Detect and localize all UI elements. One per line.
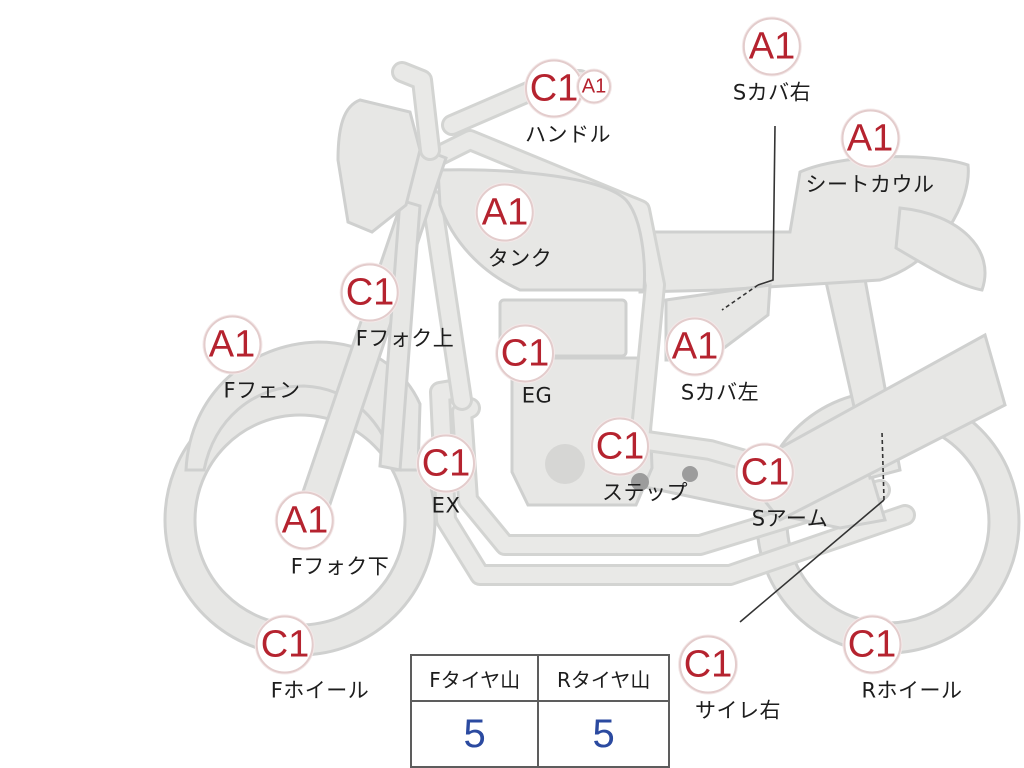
grade-badge: C1 <box>735 443 794 502</box>
tail-shape <box>894 206 987 292</box>
grade-badge: A1 <box>666 317 724 376</box>
front-tread-value: 5 <box>409 700 540 768</box>
part-label: EX <box>431 493 461 518</box>
part-label: ハンドル <box>525 122 611 147</box>
part-tag-s-cover-right[interactable]: A1 Sカバ右 <box>732 17 812 107</box>
grade-badge: A1 <box>276 491 334 550</box>
part-tag-f-fork-lower[interactable]: A1 Fフォク下 <box>271 491 390 581</box>
grade-badge: C1 <box>496 324 554 383</box>
part-label: ステップ <box>602 480 688 505</box>
grade-badge: C1 <box>525 59 583 118</box>
tire-tread-header-row: Fタイヤ山 Rタイヤ山 <box>409 654 670 702</box>
rear-tread-value: 5 <box>537 700 670 768</box>
part-tag-engine[interactable]: C1 EG <box>496 324 554 408</box>
part-label: Fフェン <box>223 378 301 403</box>
part-tag-s-arm[interactable]: C1 Sアーム <box>735 443 829 533</box>
grade-badge: C1 <box>679 635 737 694</box>
part-label: シートカウル <box>805 172 935 197</box>
part-tag-step[interactable]: C1 ステップ <box>591 417 688 507</box>
part-tag-tank[interactable]: A1 タンク <box>458 183 553 273</box>
part-tag-r-wheel[interactable]: C1 Rホイール <box>843 615 963 705</box>
part-label: EG <box>521 383 553 408</box>
part-label: Fフォク上 <box>355 326 455 351</box>
part-label: Rホイール <box>861 678 963 703</box>
part-tag-f-wheel[interactable]: C1 Fホイール <box>256 615 370 705</box>
front-tread-header: Fタイヤ山 <box>409 654 540 702</box>
silencer-right-guide-line <box>739 499 885 623</box>
silencer-shape <box>737 332 1007 522</box>
part-tag-f-fork-upper[interactable]: C1 Fフォク上 <box>336 263 455 353</box>
part-label: Fフォク下 <box>290 554 390 579</box>
grade-badge-secondary: A1 <box>577 69 611 104</box>
grade-badge: C1 <box>256 615 314 674</box>
grade-badge: A1 <box>841 109 899 168</box>
headlight-shape <box>336 98 422 234</box>
part-label: Sアーム <box>751 506 829 531</box>
grade-badge: C1 <box>417 434 475 493</box>
part-tag-seat-cowl[interactable]: A1 シートカウル <box>805 109 935 199</box>
tire-tread-value-row: 5 5 <box>409 700 670 768</box>
part-label: サイレ右 <box>695 698 781 723</box>
seat-cowl-shape <box>638 155 970 294</box>
grade-badge: C1 <box>591 417 649 476</box>
s-cover-right-guide-line <box>757 125 776 286</box>
part-tag-s-cover-left[interactable]: A1 Sカバ左 <box>666 317 760 407</box>
grade-badge: C1 <box>843 615 901 674</box>
part-tag-exhaust[interactable]: C1 EX <box>417 434 475 518</box>
grade-badge: A1 <box>476 183 534 242</box>
part-label: Sカバ右 <box>732 80 812 105</box>
rear-tread-header: Rタイヤ山 <box>537 654 670 702</box>
part-tag-silencer-right[interactable]: C1 サイレ右 <box>679 635 781 725</box>
grade-badge: C1 <box>341 263 399 322</box>
part-label: Fホイール <box>270 678 370 703</box>
part-label: タンク <box>487 246 553 271</box>
grade-badge: A1 <box>203 315 261 374</box>
part-tag-f-fender[interactable]: A1 Fフェン <box>203 315 301 405</box>
tire-tread-table: Fタイヤ山 Rタイヤ山 5 5 <box>409 654 670 768</box>
part-label: Sカバ左 <box>680 380 760 405</box>
exhaust-pipe-shape <box>429 379 916 586</box>
grade-badge: A1 <box>743 17 801 76</box>
